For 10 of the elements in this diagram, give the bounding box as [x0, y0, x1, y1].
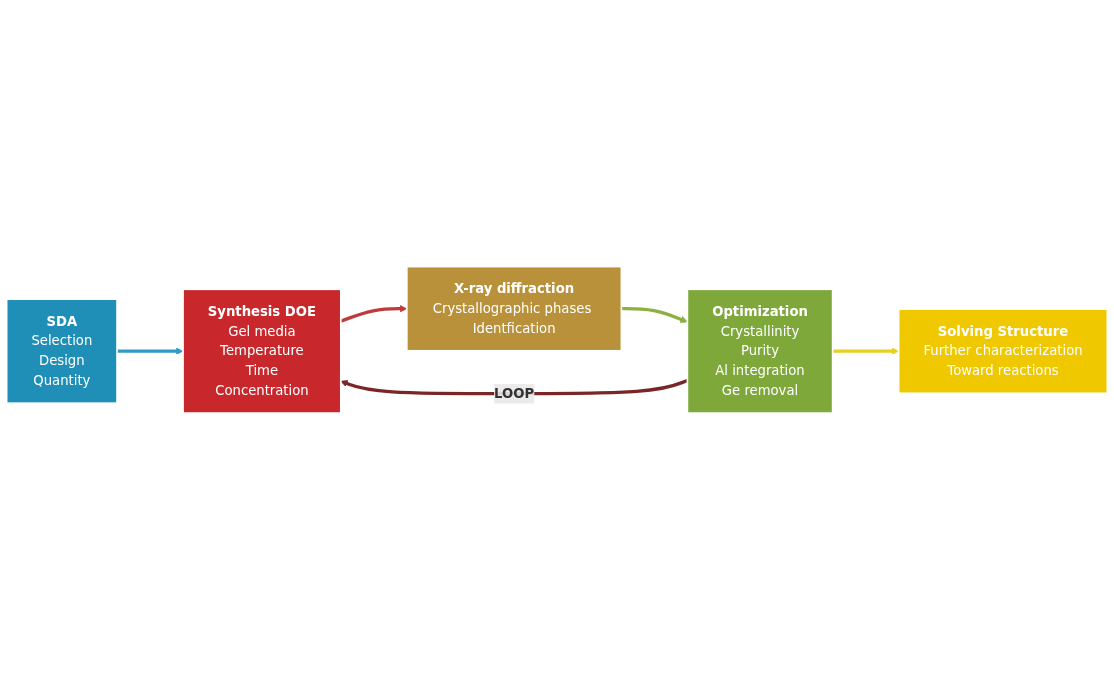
node-box: SDA Selection Design Quantity — [5, 298, 118, 404]
node-box: X-ray diffraction Crystallographic phases Identfication — [406, 265, 623, 352]
edge-label: LOOP — [494, 385, 535, 401]
node-box: Synthesis DOE Gel media Temperature Time Concentration — [182, 288, 342, 414]
node-box: Optimization Crystallinity Purity Al integration Ge removal — [686, 288, 834, 414]
node-box: Solving Structure Further characterization Toward reactions — [897, 307, 1109, 394]
arrow — [340, 378, 688, 395]
arrow — [621, 306, 688, 323]
arrow — [117, 347, 184, 355]
arrow — [832, 347, 899, 355]
